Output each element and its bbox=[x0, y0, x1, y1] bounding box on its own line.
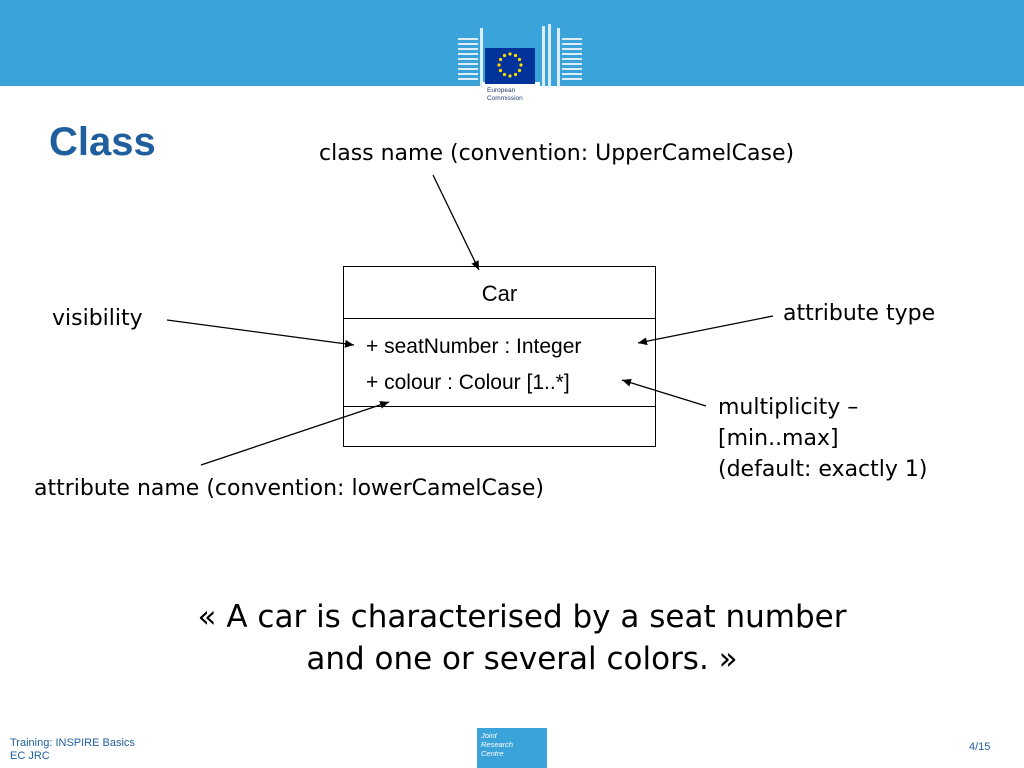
attribute-name-annotation: attribute name (convention: lowerCamelCa… bbox=[34, 476, 544, 501]
visibility-annotation: visibility bbox=[52, 306, 143, 331]
visibility-arrow bbox=[166, 319, 355, 348]
multiplicity-line: [min..max] bbox=[718, 426, 839, 451]
quote-line: and one or several colors. » bbox=[306, 641, 738, 677]
logo-caption: European Commission bbox=[487, 87, 523, 102]
class-name-annotation: class name (convention: UpperCamelCase) bbox=[319, 141, 795, 166]
uml-attribute: + colour : Colour [1..*] bbox=[366, 371, 570, 394]
footer-left: Training: INSPIRE Basics EC JRC bbox=[10, 737, 135, 763]
quote: « A car is characterised by a seat numbe… bbox=[0, 596, 1024, 680]
european-commission-logo bbox=[458, 24, 582, 112]
uml-class-box: Car + seatNumber : Integer + colour : Co… bbox=[343, 266, 656, 447]
footer-line: Training: INSPIRE Basics bbox=[10, 737, 135, 749]
slide-title: Class bbox=[49, 120, 156, 164]
multiplicity-line: multiplicity – bbox=[718, 395, 859, 420]
page-number: 4/15 bbox=[969, 741, 991, 753]
jrc-logo: Joint Research Centre bbox=[477, 728, 547, 768]
uml-divider bbox=[344, 406, 655, 407]
attribute-type-annotation: attribute type bbox=[783, 301, 936, 326]
multiplicity-line: (default: exactly 1) bbox=[718, 457, 928, 482]
multiplicity-annotation: multiplicity – [min..max] (default: exac… bbox=[718, 392, 927, 485]
attribute-type-arrow bbox=[637, 315, 774, 346]
uml-class-name: Car bbox=[481, 281, 518, 306]
uml-divider bbox=[344, 318, 655, 319]
quote-line: « A car is characterised by a seat numbe… bbox=[197, 599, 847, 635]
eu-stars-icon bbox=[497, 52, 523, 78]
class-name-arrow bbox=[432, 174, 480, 271]
uml-attribute: + seatNumber : Integer bbox=[366, 335, 582, 358]
jrc-logo-text: Joint Research Centre bbox=[481, 731, 514, 758]
footer-line: EC JRC bbox=[10, 750, 50, 762]
